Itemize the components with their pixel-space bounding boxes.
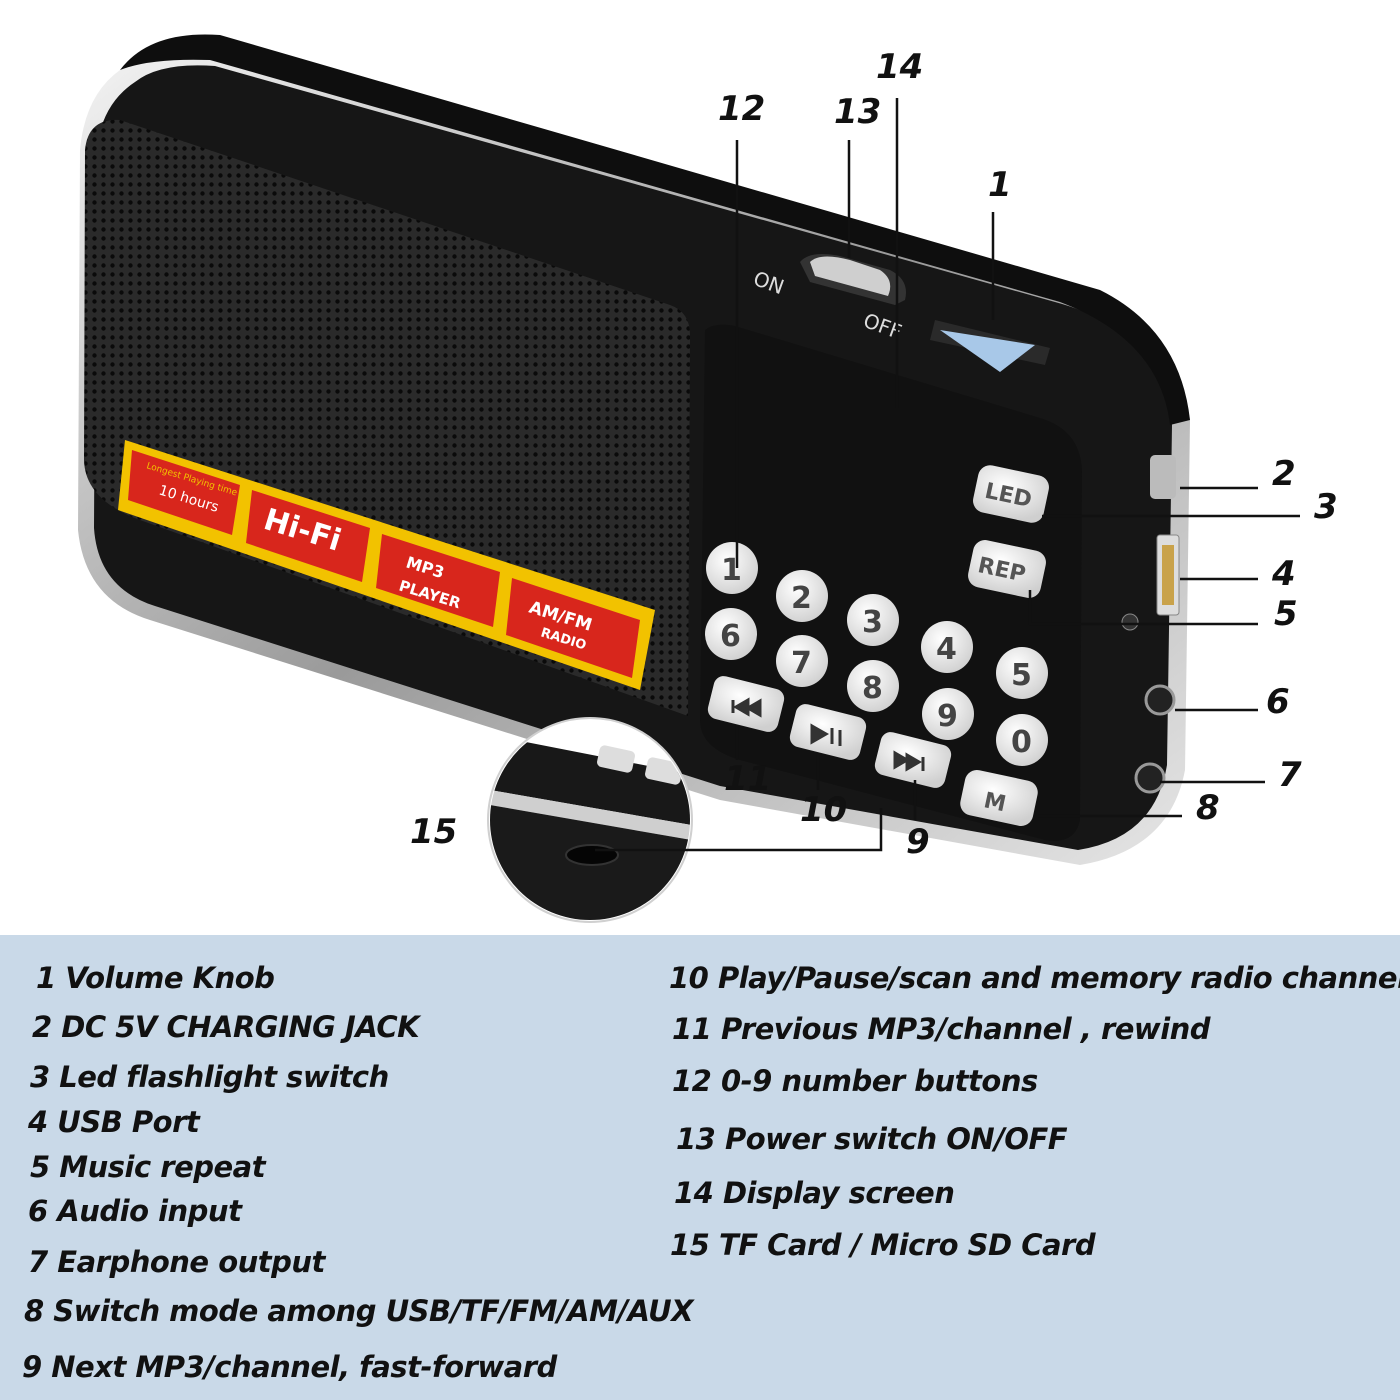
radio-illustration: Longest Playing time 10 hours Hi-Fi MP3 … — [78, 34, 1300, 923]
number-button-2[interactable]: 2 — [776, 570, 828, 622]
legend-item-3: 3 Led flashlight switch — [30, 1060, 389, 1094]
legend-item-11: 11 Previous MP3/channel , rewind — [672, 1012, 1211, 1046]
callout-1: 1 — [988, 165, 1012, 205]
callout-14: 14 — [876, 47, 924, 87]
led-button[interactable]: LED — [971, 463, 1051, 525]
callout-11: 11 — [724, 759, 772, 799]
feature-badges: Longest Playing time 10 hours Hi-Fi MP3 … — [118, 440, 655, 690]
svg-text:3: 3 — [862, 605, 883, 640]
svg-text:5: 5 — [1011, 658, 1032, 693]
legend-item-2: 2 DC 5V CHARGING JACK — [32, 1010, 420, 1044]
badge-hifi: Hi-Fi — [246, 490, 370, 582]
callout-8: 8 — [1196, 788, 1220, 828]
number-button-1[interactable]: 1 — [706, 542, 758, 594]
badge-amfm: AM/FM RADIO — [506, 578, 640, 678]
audio-in-jack[interactable] — [1144, 684, 1176, 716]
tf-card-slot[interactable] — [565, 844, 619, 866]
number-button-9[interactable]: 9 — [922, 688, 974, 740]
svg-text:7: 7 — [791, 646, 812, 681]
legend-item-13: 13 Power switch ON/OFF — [676, 1122, 1068, 1156]
legend-item-5: 5 Music repeat — [30, 1150, 266, 1184]
callout-4: 4 — [1272, 554, 1296, 594]
number-button-0[interactable]: 0 — [996, 714, 1048, 766]
svg-text:4: 4 — [936, 632, 957, 667]
svg-text:2: 2 — [791, 581, 812, 616]
legend-item-8: 8 Switch mode among USB/TF/FM/AM/AUX — [24, 1294, 694, 1328]
legend-item-10: 10 Play/Pause/scan and memory radio chan… — [669, 961, 1400, 995]
mode-button-label: M — [982, 788, 1009, 817]
play-pause-icon — [810, 723, 842, 746]
rep-indicator — [1121, 613, 1139, 631]
number-button-8[interactable]: 8 — [847, 660, 899, 712]
legend-item-6: 6 Audio input — [28, 1194, 242, 1228]
number-button-6[interactable]: 6 — [705, 608, 757, 660]
number-button-4[interactable]: 4 — [921, 621, 973, 673]
product-diagram: Longest Playing time 10 hours Hi-Fi MP3 … — [78, 34, 1338, 923]
legend-item-14: 14 Display screen — [674, 1176, 955, 1210]
play-pause-button[interactable] — [788, 702, 869, 762]
svg-text:9: 9 — [937, 699, 958, 734]
legend-item-4: 4 USB Port — [28, 1105, 200, 1139]
number-button-7[interactable]: 7 — [776, 635, 828, 687]
legend-panel: 1 Volume Knob 2 DC 5V CHARGING JACK 3 Le… — [0, 935, 1400, 1400]
callout-2: 2 — [1272, 454, 1296, 494]
callout-3: 3 — [1314, 487, 1338, 527]
svg-text:0: 0 — [1011, 725, 1032, 760]
svg-text:1: 1 — [721, 553, 742, 588]
earphone-jack[interactable] — [1134, 762, 1166, 794]
rewind-icon — [731, 697, 762, 718]
fast-forward-icon — [893, 750, 925, 772]
legend-item-9: 9 Next MP3/channel, fast-forward — [22, 1350, 557, 1384]
legend-item-12: 12 0-9 number buttons — [672, 1064, 1038, 1098]
rep-button[interactable]: REP — [966, 538, 1048, 600]
svg-text:8: 8 — [862, 671, 883, 706]
svg-text:6: 6 — [720, 619, 741, 654]
next-button[interactable] — [873, 730, 954, 790]
legend-item-7: 7 Earphone output — [28, 1245, 325, 1279]
speaker-grille — [84, 119, 690, 717]
callout-10: 10 — [800, 790, 848, 830]
callout-12: 12 — [718, 89, 766, 129]
callout-7: 7 — [1278, 755, 1302, 795]
callout-15: 15 — [410, 812, 458, 852]
callout-5: 5 — [1274, 594, 1298, 634]
side-ports — [1121, 455, 1180, 794]
mode-button[interactable]: M — [958, 768, 1040, 828]
dc-jack[interactable] — [1150, 455, 1176, 499]
prev-button[interactable] — [706, 674, 787, 734]
volume-knob[interactable] — [930, 320, 1050, 372]
callout-lines — [595, 98, 1300, 852]
legend-item-1: 1 Volume Knob — [36, 961, 275, 995]
display-panel — [700, 324, 1082, 841]
callout-9: 9 — [906, 822, 930, 862]
number-button-5[interactable]: 5 — [996, 647, 1048, 699]
callout-6: 6 — [1266, 682, 1290, 722]
number-buttons: 1 2 3 4 5 6 7 8 9 0 — [705, 542, 1048, 766]
legend-item-15: 15 TF Card / Micro SD Card — [670, 1228, 1096, 1262]
number-button-3[interactable]: 3 — [847, 594, 899, 646]
callout-13: 13 — [834, 92, 882, 132]
